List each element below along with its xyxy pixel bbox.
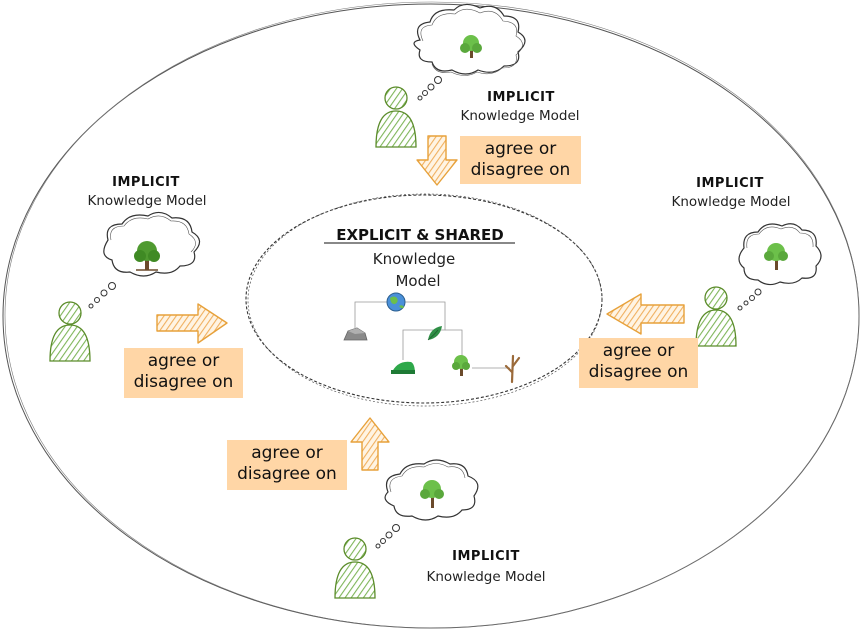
agent-title: IMPLICIT bbox=[112, 175, 180, 190]
agree-label-top: agree or disagree on bbox=[460, 136, 581, 184]
agent-bottom: IMPLICIT Knowledge Model bbox=[334, 459, 546, 599]
tree-icon bbox=[764, 243, 788, 270]
tree-icon bbox=[452, 355, 470, 376]
agent-right: IMPLICIT Knowledge Model bbox=[671, 176, 822, 347]
agent-subtitle: Knowledge Model bbox=[426, 569, 545, 585]
agent-subtitle: Knowledge Model bbox=[460, 108, 579, 124]
agent-title: IMPLICIT bbox=[696, 176, 764, 191]
agent-title: IMPLICIT bbox=[487, 90, 555, 105]
branch-icon bbox=[504, 354, 521, 384]
tree-icon bbox=[460, 35, 482, 58]
agree-line-1: agree or bbox=[147, 351, 220, 371]
center-ellipse bbox=[245, 193, 603, 407]
arrow-up bbox=[350, 417, 390, 471]
agent-title: IMPLICIT bbox=[452, 549, 520, 564]
rock-icon bbox=[343, 327, 368, 341]
hierarchy-tree bbox=[354, 301, 510, 369]
person-icon bbox=[695, 286, 737, 347]
agree-label-left: agree or disagree on bbox=[124, 348, 243, 398]
agent-subtitle: Knowledge Model bbox=[671, 194, 790, 210]
agree-line-2: disagree on bbox=[588, 362, 689, 382]
thought-cloud bbox=[737, 223, 822, 311]
arrow-down bbox=[416, 135, 458, 186]
hill-icon bbox=[391, 361, 415, 374]
person-icon bbox=[49, 301, 91, 362]
agree-line-1: agree or bbox=[602, 341, 675, 361]
center-subtitle-2: Model bbox=[395, 272, 440, 290]
person-icon bbox=[334, 537, 376, 599]
agree-line-2: disagree on bbox=[133, 372, 234, 392]
agent-left: IMPLICIT Knowledge Model bbox=[49, 175, 207, 362]
agree-label-bottom: agree or disagree on bbox=[227, 440, 347, 490]
arrow-right bbox=[156, 303, 228, 344]
tree-icon bbox=[134, 241, 160, 271]
arrow-left bbox=[606, 293, 685, 335]
person-icon bbox=[375, 86, 417, 148]
thought-cloud bbox=[413, 3, 526, 101]
agree-line-1: agree or bbox=[484, 139, 557, 159]
agree-label-right: agree or disagree on bbox=[579, 338, 698, 388]
agree-line-2: disagree on bbox=[237, 464, 337, 484]
tree-icon bbox=[420, 480, 444, 508]
agent-subtitle: Knowledge Model bbox=[87, 193, 206, 209]
thought-cloud bbox=[375, 459, 479, 549]
center-title: EXPLICIT & SHARED bbox=[336, 226, 504, 244]
center-subtitle-1: Knowledge bbox=[373, 250, 455, 268]
agree-line-2: disagree on bbox=[470, 160, 571, 180]
leaf-icon bbox=[427, 326, 442, 341]
globe-icon bbox=[386, 292, 406, 312]
agent-top: IMPLICIT Knowledge Model bbox=[375, 3, 580, 148]
agree-line-1: agree or bbox=[251, 443, 323, 463]
